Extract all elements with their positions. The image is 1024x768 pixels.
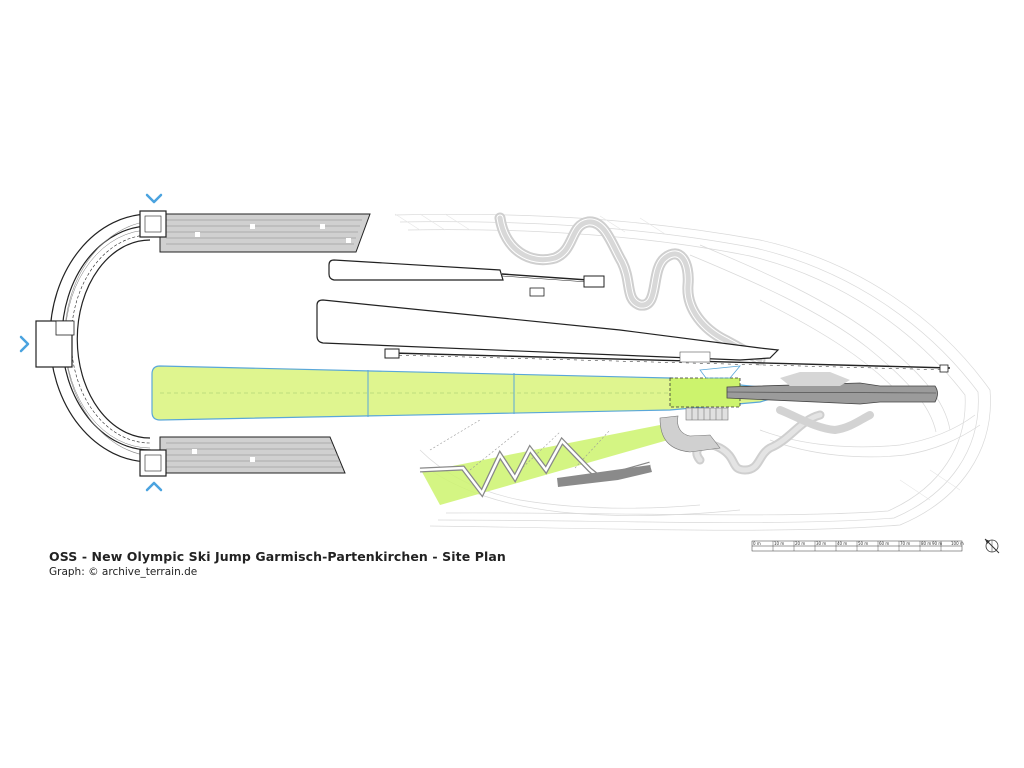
bridge-detail	[679, 351, 711, 363]
jump-tower	[726, 382, 938, 405]
lift-line-short-inner	[501, 275, 589, 283]
entrance-arrow-icon	[19, 335, 30, 353]
tower-base	[780, 372, 850, 386]
lift-line-long-inner	[391, 354, 951, 371]
lift-station-left	[384, 348, 400, 359]
scale-label: 20 m	[795, 541, 805, 546]
stand-upper	[159, 213, 371, 253]
scale-label: 40 m	[837, 541, 847, 546]
scale-label: 30 m	[816, 541, 826, 546]
stand-lower	[159, 436, 346, 474]
lower-platform	[557, 465, 652, 487]
arena-building-left-inner	[55, 320, 75, 336]
entrance-arrow-icon	[145, 481, 163, 492]
arena-tower-top	[139, 210, 167, 238]
arena-tower-bottom	[139, 449, 167, 477]
scale-label: 80 m	[921, 541, 931, 546]
scale-label: 0 m	[753, 541, 761, 546]
arena-curve	[49, 213, 151, 463]
jump-tower-track	[726, 391, 937, 394]
caption-block: OSS - New Olympic Ski Jump Garmisch-Part…	[49, 549, 506, 578]
parking-bays	[685, 407, 729, 421]
zigzag-stair-inner	[419, 438, 651, 496]
scale-label: 10 m	[774, 541, 784, 546]
blade-structure-middle	[316, 299, 780, 361]
access-path-upper-center	[497, 215, 763, 363]
blade-structure-upper	[328, 259, 504, 281]
image-credit: Graph: © archive_terrain.de	[49, 566, 198, 578]
terrain-hatching	[394, 213, 961, 501]
access-path-right	[776, 406, 874, 435]
scale-label: 100 m	[951, 541, 964, 546]
scale-label: 90 m	[932, 541, 942, 546]
lift-station-short	[583, 275, 605, 288]
north-arrow-icon	[984, 538, 1000, 554]
page-title: OSS - New Olympic Ski Jump Garmisch-Part…	[49, 549, 506, 564]
scale-label: 70 m	[900, 541, 910, 546]
arena-tower-bottom-inner	[144, 454, 162, 472]
lift-line-long	[391, 352, 951, 369]
arena-tower-top-inner	[144, 215, 162, 233]
scale-label: 60 m	[879, 541, 889, 546]
scale-bar: 0 m 10 m 20 m 30 m 40 m 50 m 60 m 70 m 8…	[751, 540, 964, 552]
lift-line-short	[501, 273, 589, 281]
scale-label: 50 m	[858, 541, 868, 546]
bridge-blue-accent	[699, 365, 741, 379]
lift-station-right	[939, 364, 949, 373]
entrance-arrow-icon	[145, 193, 163, 204]
kiosk	[529, 287, 545, 297]
terrain-contours	[394, 213, 991, 531]
tower-stand	[659, 415, 721, 453]
